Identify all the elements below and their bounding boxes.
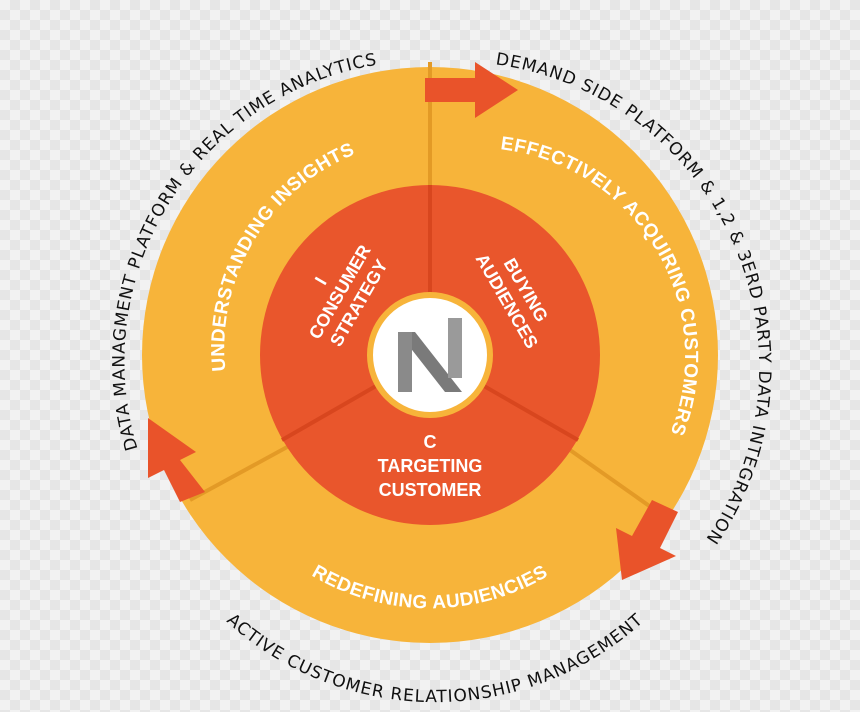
arrow-top [425,62,518,118]
inner-bottom-line2: TARGETING [378,456,483,476]
inner-bottom-line1: C [424,432,437,452]
inner-bottom-line3: CUSTOMER [379,480,482,500]
arrow-bottom-right [616,500,678,580]
stylized-n-logo-icon [398,318,462,392]
center-logo [367,292,493,418]
arrow-bottom-left [148,418,205,502]
inner-label-bottom: C TARGETING CUSTOMER [378,432,483,500]
